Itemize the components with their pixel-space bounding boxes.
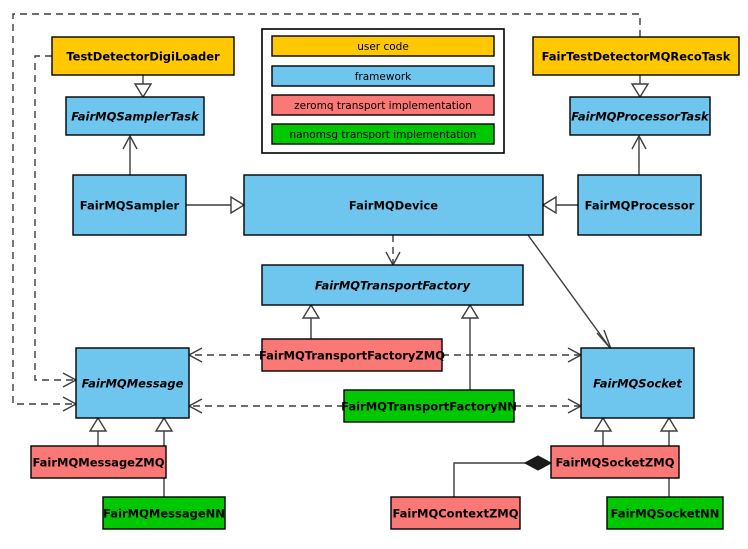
class-node-rect[interactable]	[30, 445, 167, 479]
class-node-rect[interactable]	[577, 174, 702, 236]
edge-recotask-processortask	[630, 75, 650, 99]
edge-processor-device	[541, 195, 578, 215]
legend-label-nanomsg: nanomsg transport implementation	[290, 129, 477, 141]
edge-layer	[12, 13, 679, 497]
class-node-label: FairMQTransportFactoryNN	[341, 400, 517, 414]
edge-factorynn-factory	[460, 303, 480, 390]
class-node-FairMQTransportFactoryNN[interactable]: FairMQTransportFactoryNN	[341, 389, 517, 423]
edge-factoryzmq-socket	[442, 347, 583, 363]
class-node-rect[interactable]	[65, 96, 205, 136]
class-node-label: FairMQProcessor	[585, 199, 695, 213]
class-node-rect[interactable]	[606, 496, 724, 530]
legend-label-zeromq: zeromq transport implementation	[294, 100, 472, 112]
class-node-FairMQSocketZMQ[interactable]: FairMQSocketZMQ	[550, 445, 680, 479]
legend-item-zeromq: zeromq transport implementation	[271, 94, 495, 116]
class-node-label: FairMQMessage	[82, 377, 184, 391]
legend-label-framework: framework	[355, 71, 412, 83]
class-node-label: FairMQContextZMQ	[392, 507, 518, 521]
legend-item-nanomsg: nanomsg transport implementation	[271, 123, 495, 145]
class-node-rect[interactable]	[343, 389, 515, 423]
edge-digiloader-samplertask	[133, 75, 153, 99]
class-node-rect[interactable]	[261, 264, 524, 306]
class-node-FairMQMessageZMQ[interactable]: FairMQMessageZMQ	[30, 445, 167, 479]
class-node-label: FairMQSocketZMQ	[556, 456, 675, 470]
edge-socketzmq-contextzmq	[453, 455, 553, 497]
class-node-FairMQDevice[interactable]: FairMQDevice	[243, 174, 544, 236]
class-node-FairMQTransportFactory[interactable]: FairMQTransportFactory	[261, 264, 524, 306]
class-node-FairMQContextZMQ[interactable]: FairMQContextZMQ	[390, 496, 521, 530]
class-node-FairMQProcessorTask[interactable]: FairMQProcessorTask	[569, 96, 711, 136]
class-node-FairMQSocketNN[interactable]: FairMQSocketNN	[606, 496, 724, 530]
class-node-FairMQMessageNN[interactable]: FairMQMessageNN	[102, 496, 226, 530]
class-node-FairMQMessage[interactable]: FairMQMessage	[75, 347, 190, 419]
class-node-rect[interactable]	[51, 36, 235, 76]
class-node-label: FairMQSamplerTask	[71, 110, 200, 124]
class-node-label: FairTestDetectorMQRecoTask	[542, 50, 731, 64]
class-node-rect[interactable]	[72, 174, 187, 236]
edge-messagezmq-message	[88, 416, 108, 446]
edge-device-transportfactory	[385, 235, 401, 267]
class-node-label: FairMQDevice	[349, 199, 438, 213]
class-node-rect[interactable]	[75, 347, 190, 419]
edge-factoryzmq-message	[187, 347, 262, 363]
class-node-label: FairMQSocketNN	[611, 507, 720, 521]
class-node-rect[interactable]	[580, 347, 695, 419]
class-node-label: TestDetectorDigiLoader	[66, 50, 220, 64]
edge-factoryzmq-factory	[301, 303, 321, 339]
edge-device-socket	[527, 234, 612, 350]
class-node-rect[interactable]	[532, 36, 740, 76]
class-node-rect[interactable]	[390, 496, 521, 530]
class-node-label: FairMQSocket	[593, 377, 682, 391]
class-node-TestDetectorDigiLoader[interactable]: TestDetectorDigiLoader	[51, 36, 235, 76]
node-layer: TestDetectorDigiLoader FairTestDetectorMQ…	[30, 36, 740, 530]
edge-factorynn-socket	[514, 398, 583, 414]
edge-processor-processortask	[631, 134, 647, 175]
class-node-label: FairMQTransportFactory	[315, 279, 471, 293]
class-node-label: FairMQMessageZMQ	[32, 456, 164, 470]
class-node-rect[interactable]	[261, 338, 443, 372]
edge-socketzmq-socket	[593, 416, 613, 446]
class-node-label: FairMQProcessorTask	[571, 110, 710, 124]
edge-sampler-samplertask	[122, 134, 138, 175]
legend-item-framework: framework	[271, 65, 495, 87]
legend-label-user-code: user code	[357, 41, 409, 53]
legend-swatch-zeromq	[271, 94, 495, 116]
class-node-label: FairMQSampler	[80, 199, 180, 213]
class-node-FairMQSamplerTask[interactable]: FairMQSamplerTask	[65, 96, 205, 136]
class-node-FairMQProcessor[interactable]: FairMQProcessor	[577, 174, 702, 236]
class-node-FairTestDetectorMQRecoTask[interactable]: FairTestDetectorMQRecoTask	[532, 36, 740, 76]
class-node-rect[interactable]	[243, 174, 544, 236]
legend: user code framework zeromq transport imp…	[261, 28, 505, 154]
class-node-FairMQSocket[interactable]: FairMQSocket	[580, 347, 695, 419]
class-node-rect[interactable]	[550, 445, 680, 479]
class-node-label: FairMQMessageNN	[103, 507, 225, 521]
class-node-FairMQTransportFactoryZMQ[interactable]: FairMQTransportFactoryZMQ	[259, 338, 445, 372]
class-node-label: FairMQTransportFactoryZMQ	[259, 349, 445, 363]
edge-sampler-device	[186, 195, 246, 215]
class-node-rect[interactable]	[569, 96, 711, 136]
legend-swatch-user-code	[271, 35, 495, 57]
legend-swatch-framework	[271, 65, 495, 87]
legend-swatch-nanomsg	[271, 123, 495, 145]
class-node-FairMQSampler[interactable]: FairMQSampler	[72, 174, 187, 236]
edge-factorynn-message	[187, 398, 344, 414]
legend-item-user-code: user code	[271, 35, 495, 57]
class-node-rect[interactable]	[102, 496, 226, 530]
